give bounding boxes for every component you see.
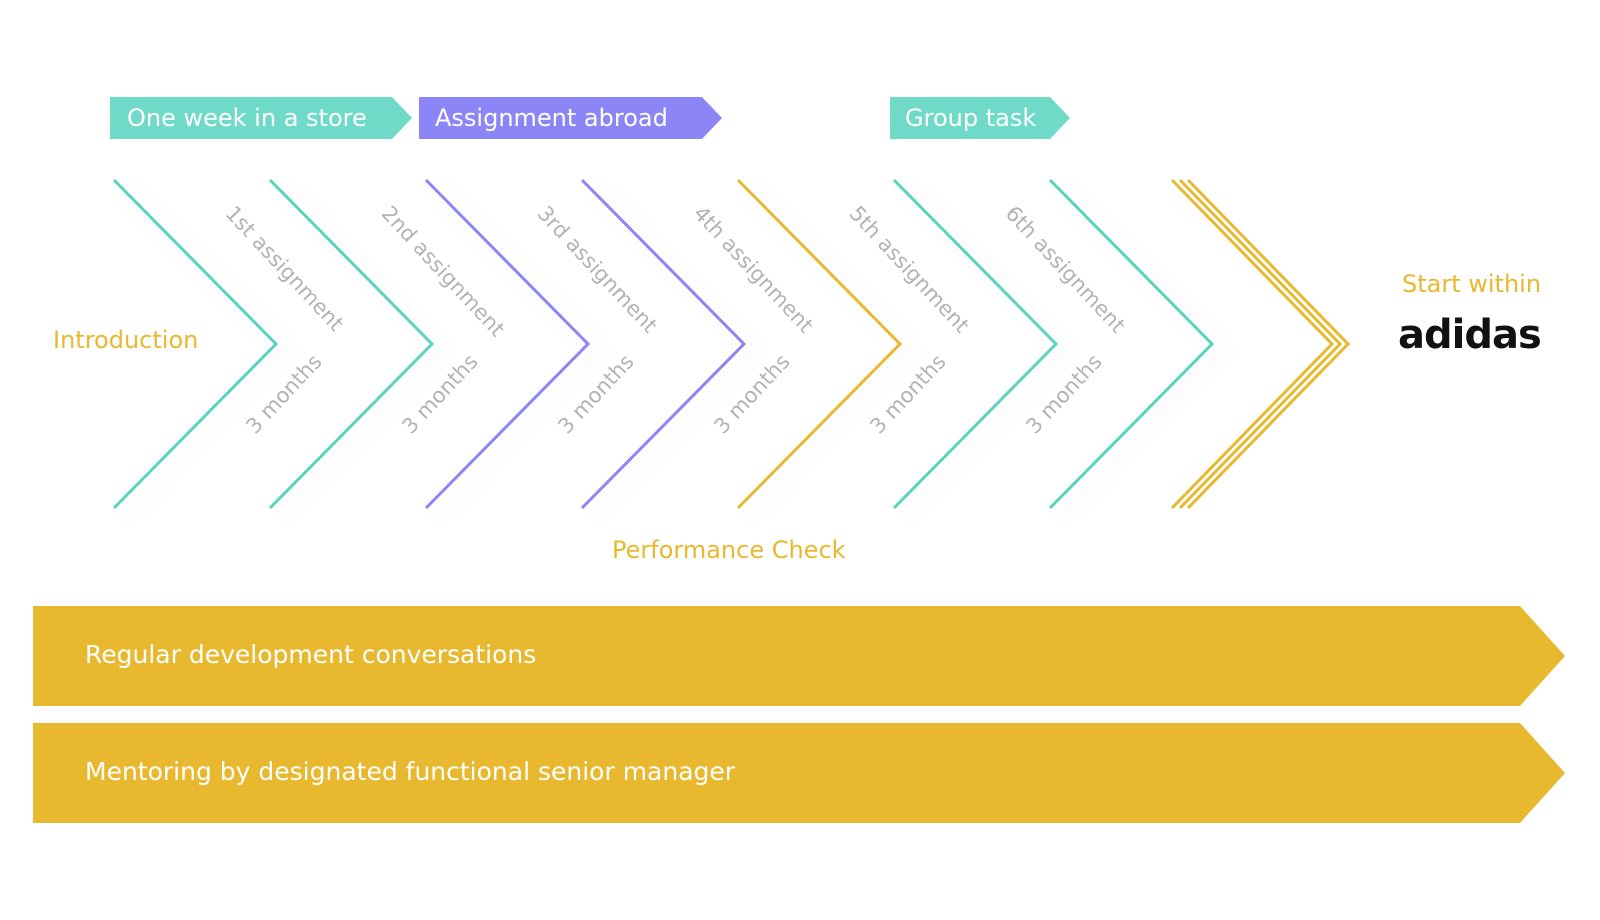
band-label-development: Regular development conversations (85, 640, 537, 669)
phase-tag-group (890, 97, 1070, 139)
phase-tag-abroad (419, 97, 722, 139)
phase-tag-store (110, 97, 412, 139)
band-label-mentoring: Mentoring by designated functional senio… (85, 757, 736, 786)
band-development-conversations (33, 606, 1565, 706)
chevron-4 (580, 178, 747, 510)
chevron-3 (424, 178, 591, 510)
phase-label-group: Group task (905, 104, 1037, 132)
final-chevron (1170, 178, 1351, 510)
start-within-label: Start within (1402, 270, 1542, 298)
chevron-7 (1048, 178, 1215, 510)
phase-label-store: One week in a store (127, 104, 367, 132)
chevron-5 (736, 178, 903, 510)
chevron-6 (892, 178, 1059, 510)
band-mentoring (33, 723, 1565, 823)
introduction-label: Introduction (53, 326, 199, 354)
adidas-logo: adidas (1398, 312, 1542, 358)
chevron-group (112, 178, 1215, 510)
chevron-2 (268, 178, 435, 510)
performance-check-label: Performance Check (612, 536, 846, 564)
chevron-1 (112, 178, 279, 510)
phase-label-abroad: Assignment abroad (435, 104, 668, 132)
